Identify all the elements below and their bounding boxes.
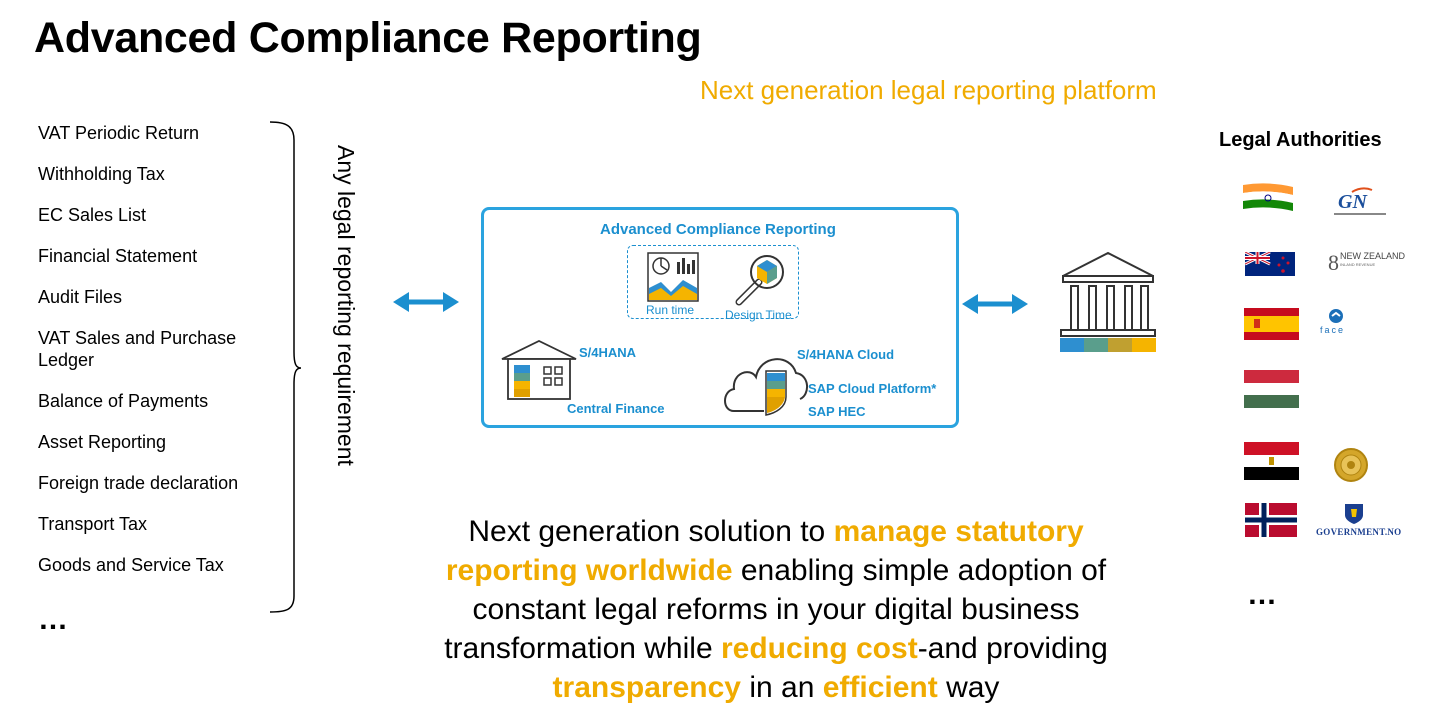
government-building-icon bbox=[1060, 251, 1156, 352]
government-no-logo: GOVERNMENT.NO bbox=[1316, 503, 1402, 539]
india-flag-icon bbox=[1243, 183, 1293, 211]
list-item: Goods and Service Tax bbox=[38, 555, 224, 575]
government-no-text: GOVERNMENT.NO bbox=[1316, 527, 1402, 537]
face-logo-text: face bbox=[1320, 325, 1346, 335]
svg-text:GN: GN bbox=[1338, 191, 1368, 213]
list-item: Withholding Tax bbox=[38, 164, 165, 184]
face-emblem-icon bbox=[1329, 309, 1343, 323]
new-zealand-flag-icon bbox=[1245, 252, 1295, 276]
sap-cloud-platform-label: SAP Cloud Platform* bbox=[808, 381, 937, 396]
norway-flag-icon bbox=[1245, 503, 1297, 537]
nz-logo-text: NEW ZEALAND bbox=[1340, 251, 1406, 261]
double-arrow-left-icon bbox=[393, 292, 459, 312]
statement-text: in an bbox=[740, 671, 823, 704]
cloud-icon bbox=[724, 358, 808, 416]
statement-text: way bbox=[937, 671, 1000, 704]
tools-frame bbox=[627, 245, 799, 319]
statement-text: enabling simple adoption of constant leg… bbox=[444, 554, 1107, 665]
statement-text: -and providing bbox=[917, 632, 1108, 665]
curly-brace bbox=[269, 121, 302, 613]
egypt-flag-icon bbox=[1244, 442, 1299, 480]
acr-box-title: Advanced Compliance Reporting bbox=[600, 221, 836, 238]
house-icon bbox=[501, 339, 577, 400]
design-time-label: Design Time bbox=[725, 308, 792, 322]
s4hana-cloud-label: S/4HANA Cloud bbox=[797, 347, 895, 362]
value-statement: Next generation solution to manage statu… bbox=[400, 512, 1152, 707]
page-subtitle: Next generation legal reporting platform bbox=[700, 75, 1157, 105]
gstn-logo-icon: GN bbox=[1334, 187, 1386, 215]
authorities-ellipsis: … bbox=[1247, 578, 1278, 611]
list-item: Balance of Payments bbox=[38, 391, 209, 411]
statement-text: Next generation solution to bbox=[468, 515, 834, 548]
egypt-tax-seal-icon bbox=[1334, 448, 1368, 482]
list-item: VAT Sales and Purchase Ledger bbox=[38, 328, 237, 370]
spain-flag-icon bbox=[1244, 308, 1299, 340]
legal-authorities-title: Legal Authorities bbox=[1219, 129, 1382, 151]
requirements-list: VAT Periodic Return Withholding Tax EC S… bbox=[38, 122, 283, 595]
norway-coat-of-arms-icon bbox=[1345, 504, 1363, 524]
statement-highlight: manage statutory reporting worldwide bbox=[445, 515, 1084, 587]
nz-fern-icon: 8 bbox=[1328, 250, 1339, 274]
hungary-flag-icon bbox=[1244, 370, 1299, 408]
statement-highlight: reducing cost bbox=[720, 632, 918, 665]
nz-ird-logo: 8 NEW ZEALAND INLAND REVENUE bbox=[1328, 250, 1406, 274]
list-item: EC Sales List bbox=[38, 205, 147, 225]
list-item: Foreign trade declaration bbox=[38, 473, 239, 493]
list-item: Audit Files bbox=[38, 287, 123, 307]
list-item: VAT Periodic Return bbox=[38, 123, 200, 143]
list-item: Asset Reporting bbox=[38, 432, 167, 452]
central-finance-label: Central Finance bbox=[567, 401, 665, 416]
vertical-requirement-label: Any legal reporting requirement bbox=[333, 145, 359, 466]
runtime-label: Run time bbox=[646, 303, 695, 317]
svg-text:8: 8 bbox=[1328, 250, 1339, 274]
face-logo: face bbox=[1320, 308, 1360, 340]
list-item: Financial Statement bbox=[38, 246, 198, 266]
page-title: Advanced Compliance Reporting bbox=[34, 14, 702, 62]
design-time-wrench-icon bbox=[735, 255, 784, 306]
double-arrow-right-icon bbox=[962, 294, 1028, 314]
s4hana-label: S/4HANA bbox=[579, 345, 637, 360]
statement-highlight: transparency bbox=[552, 671, 741, 704]
list-item: Transport Tax bbox=[38, 514, 148, 534]
runtime-report-icon bbox=[647, 252, 699, 302]
nz-logo-subtext: INLAND REVENUE bbox=[1340, 262, 1376, 267]
statement-highlight: efficient bbox=[822, 671, 938, 704]
requirements-ellipsis: … bbox=[38, 603, 69, 636]
sap-hec-label: SAP HEC bbox=[808, 404, 866, 419]
